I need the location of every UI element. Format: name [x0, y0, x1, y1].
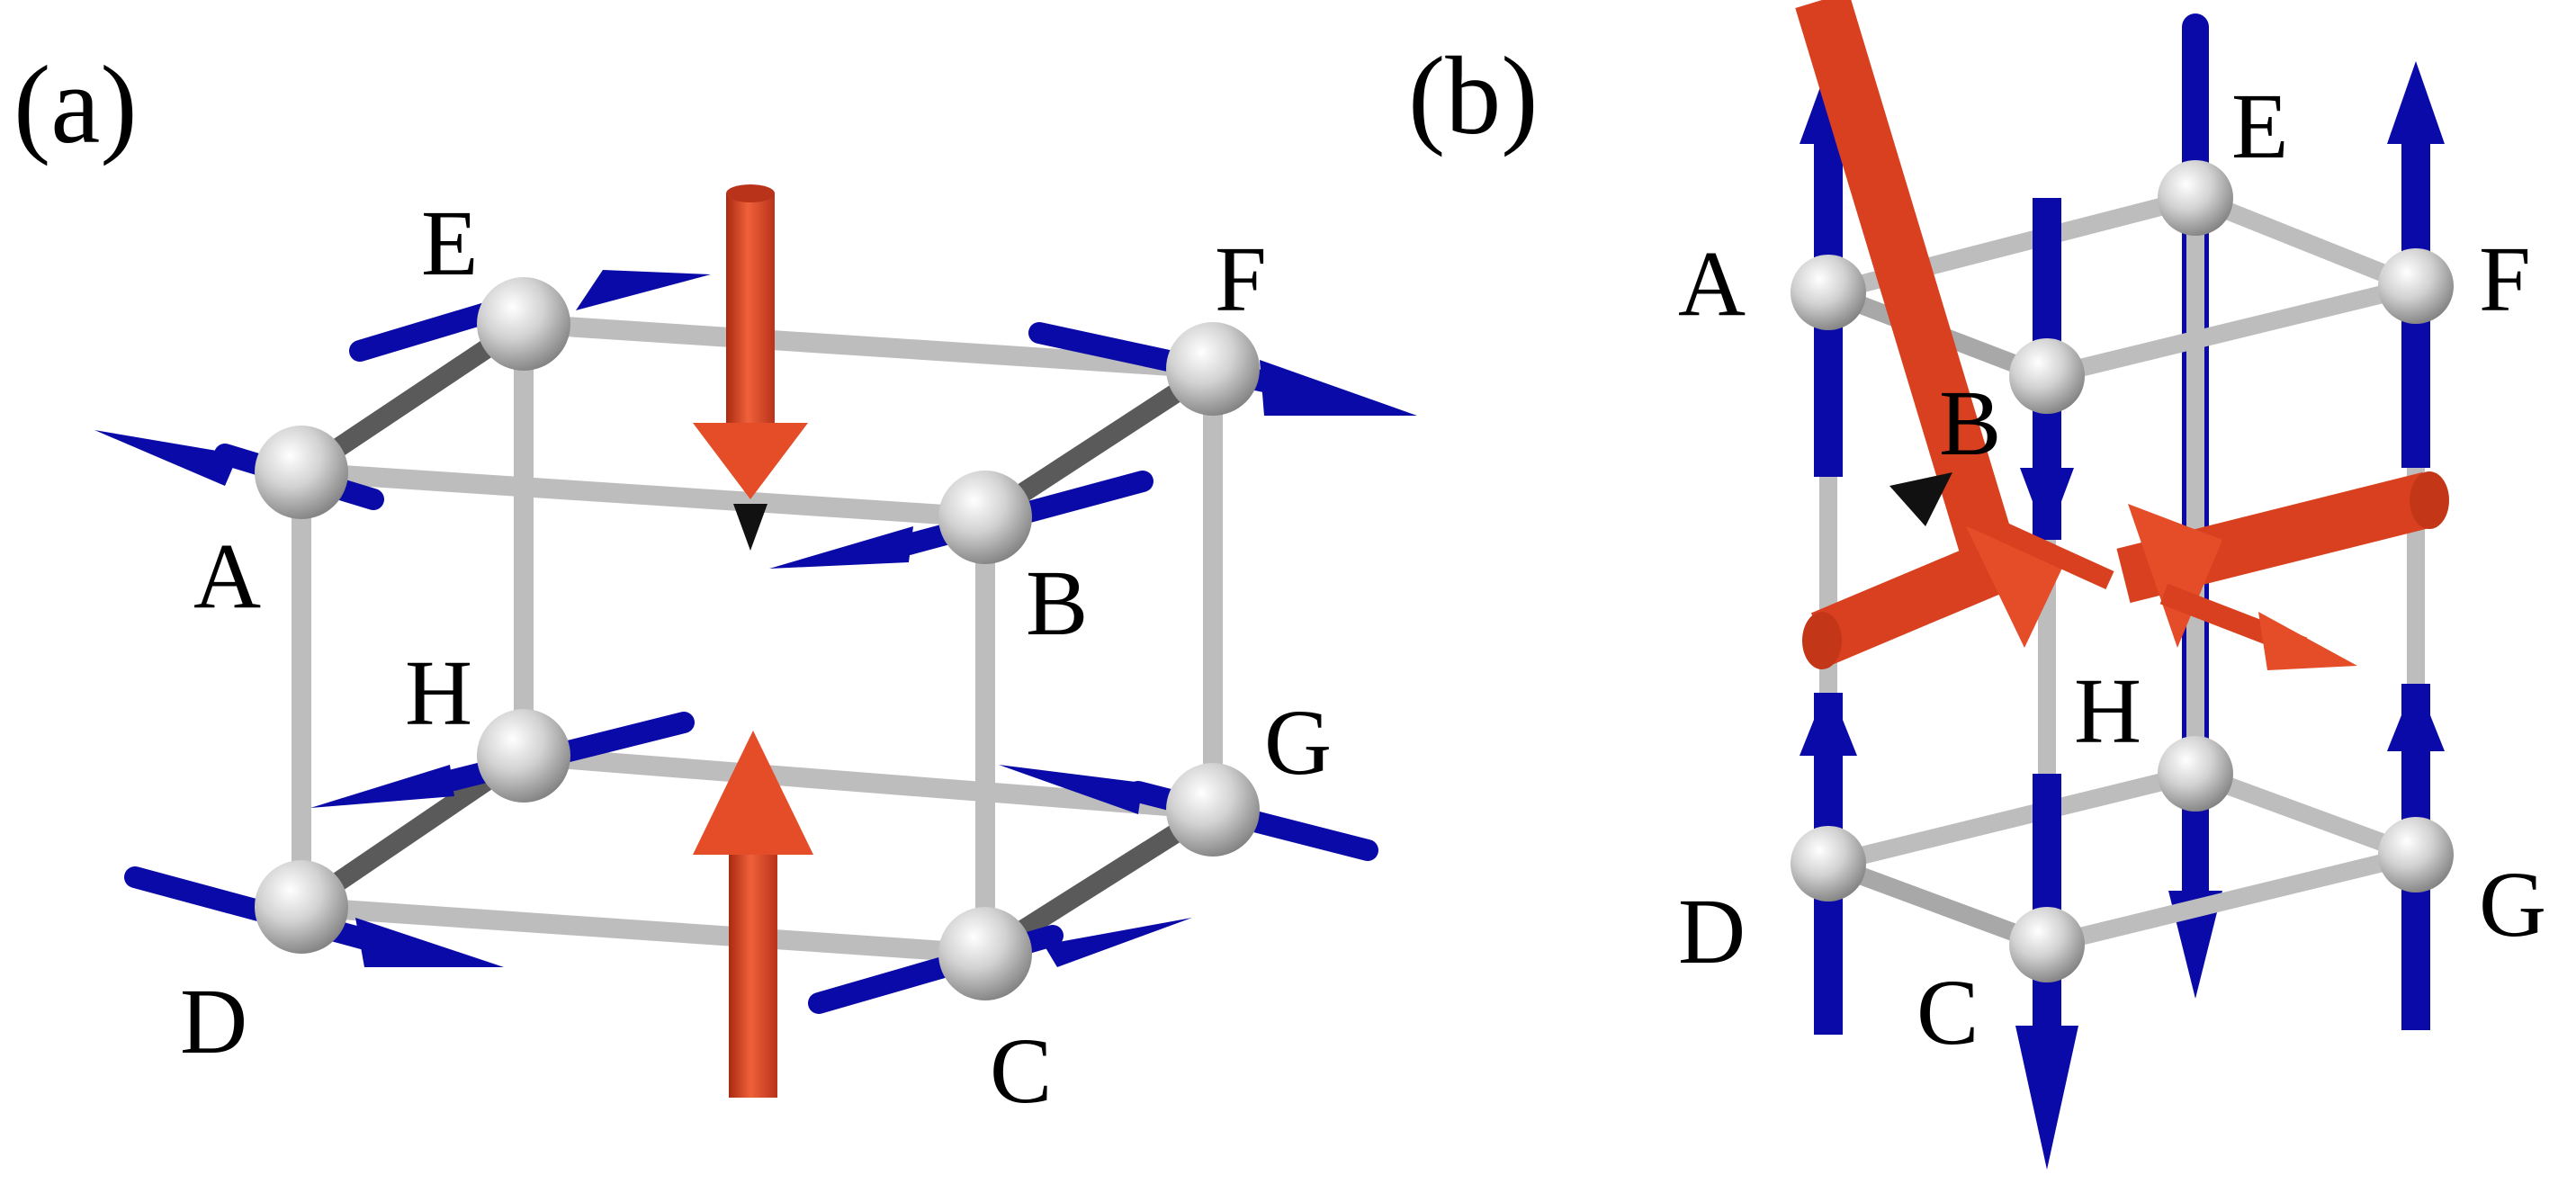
sphere-F [1166, 322, 1260, 416]
rod-E-F [514, 314, 1223, 379]
vertex-label-E: E [421, 192, 479, 295]
sphere-A [255, 426, 348, 519]
vertex-label-F: F [2479, 228, 2531, 331]
panel-a-label: (a) [13, 43, 138, 166]
vertex-label-H: H [405, 641, 472, 745]
rod-H-G [514, 746, 1223, 820]
vertex-label-C: C [1916, 961, 1979, 1064]
panel-b-red-arrows [1795, 0, 2449, 670]
sphere-E [2158, 160, 2233, 236]
sphere-F [2378, 248, 2454, 324]
rod-H-G [2186, 765, 2425, 864]
sphere-E [477, 277, 570, 371]
vertex-label-G: G [2479, 853, 2546, 956]
rod-A-B [292, 462, 995, 527]
vertex-label-D: D [1678, 880, 1746, 983]
red-arrow-left [1795, 0, 2114, 669]
vertex-label-B: B [1939, 372, 2001, 475]
sphere-D [1791, 826, 1866, 901]
red-arrow-right [2116, 471, 2449, 670]
panel-b: (b) [1408, 0, 2546, 1170]
sphere-H [2158, 736, 2233, 812]
panel-b-label: (b) [1408, 34, 1539, 157]
vertex-label-A: A [193, 525, 261, 628]
sphere-B [2009, 338, 2085, 414]
vertex-label-D: D [180, 970, 247, 1073]
vertex-label-E: E [2231, 75, 2289, 178]
panel-b-labels: E A F B H D G C [1678, 75, 2546, 1064]
sphere-A [1791, 255, 1866, 330]
sphere-G [2378, 817, 2454, 893]
sphere-H [477, 709, 570, 803]
panel-a-spheres [255, 277, 1260, 1000]
vertex-label-G: G [1264, 691, 1332, 794]
vertex-label-A: A [1678, 232, 1746, 336]
red-arrow-up [693, 731, 813, 1098]
rod-D-H [1819, 765, 2204, 873]
vertex-label-H: H [2074, 659, 2141, 763]
panel-b-spheres [1791, 160, 2454, 982]
vertex-label-B: B [1026, 552, 1088, 655]
sphere-B [938, 471, 1032, 564]
rod-D-C [1819, 855, 2056, 954]
sphere-G [1166, 763, 1260, 857]
vertex-label-C: C [990, 1019, 1052, 1123]
panel-a-red-arrows [693, 184, 813, 1098]
vertex-label-F: F [1215, 228, 1267, 331]
panel-a-labels: E F A B H G D C [180, 192, 1332, 1123]
sphere-C [2009, 907, 2085, 982]
panel-a: (a) [13, 43, 1417, 1123]
rod-C-G [2038, 846, 2425, 954]
rod-E-F [2186, 189, 2425, 295]
red-arrow-down [693, 184, 808, 551]
rod-B-F [2038, 277, 2425, 385]
rod-D-C [292, 897, 995, 964]
sphere-C [938, 907, 1032, 1000]
sphere-D [255, 860, 348, 954]
